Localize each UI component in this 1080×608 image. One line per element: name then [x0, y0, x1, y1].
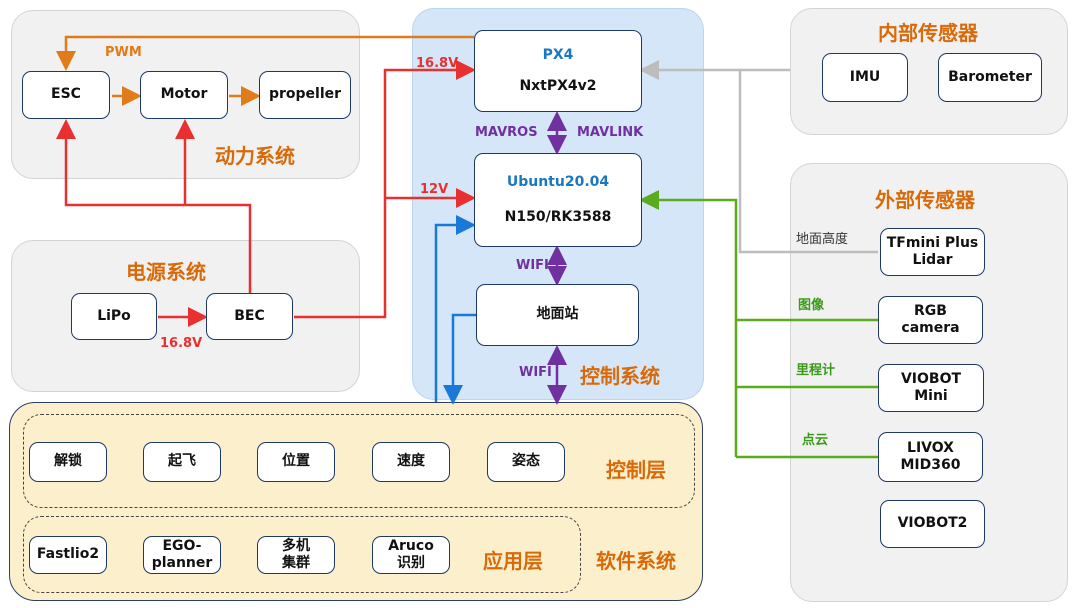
image-label: 图像 — [798, 298, 825, 313]
px4-subtitle: NxtPX4v2 — [519, 78, 597, 94]
pointcloud-label: 点云 — [802, 433, 829, 448]
tfmini-node: TFmini Plus Lidar — [880, 228, 985, 276]
external-sensor-title: 外部传感器 — [875, 188, 975, 212]
wifi-label-2: WIFI — [519, 365, 552, 380]
mavros-label: MAVROS — [475, 125, 538, 140]
control-layer-frame — [23, 414, 695, 508]
esc-node: ESC — [22, 71, 110, 119]
voltage-12v-label: 12V — [420, 182, 449, 197]
control-item-unlock: 解锁 — [29, 442, 107, 482]
app-layer-frame — [23, 516, 581, 593]
mavlink-label: MAVLINK — [577, 125, 644, 140]
app-layer-title: 应用层 — [483, 549, 543, 573]
viobot-mini-node: VIOBOT Mini — [878, 364, 984, 412]
control-item-attitude: 姿态 — [487, 442, 565, 482]
ubuntu-subtitle: N150/RK3588 — [504, 209, 612, 225]
power-system-title: 动力系统 — [215, 144, 295, 168]
ubuntu-node: Ubuntu20.04 N150/RK3588 — [474, 153, 642, 247]
rgb-camera-node: RGB camera — [878, 296, 983, 344]
supply-system-title: 电源系统 — [126, 260, 206, 284]
bec-node: BEC — [206, 293, 293, 340]
ground-station-node: 地面站 — [476, 284, 639, 346]
software-system-title: 软件系统 — [596, 549, 676, 573]
ground-height-label: 地面高度 — [796, 232, 849, 247]
lipo-node: LiPo — [71, 293, 157, 340]
px4-title: PX4 — [542, 46, 574, 63]
odometer-label: 里程计 — [796, 363, 836, 378]
internal-sensor-title: 内部传感器 — [878, 21, 978, 45]
viobot2-node: VIOBOT2 — [880, 500, 985, 548]
control-item-takeoff: 起飞 — [143, 442, 221, 482]
software-system-group — [9, 402, 703, 601]
control-layer-title: 控制层 — [606, 458, 666, 482]
app-item-fastlio2: Fastlio2 — [29, 536, 107, 574]
motor-node: Motor — [140, 71, 228, 119]
control-item-velocity: 速度 — [372, 442, 450, 482]
livox-node: LIVOX MID360 — [878, 432, 983, 482]
barometer-node: Barometer — [938, 53, 1042, 102]
voltage-16-8v-bottom-label: 16.8V — [160, 336, 203, 351]
app-item-multi-swarm: 多机 集群 — [257, 536, 335, 574]
control-system-title: 控制系统 — [580, 364, 660, 388]
voltage-16-8v-top-label: 16.8V — [416, 56, 459, 71]
app-item-aruco: Aruco 识别 — [372, 536, 450, 574]
propeller-node: propeller — [259, 71, 351, 119]
wifi-label-1: WIFI — [516, 258, 549, 273]
app-item-ego-planner: EGO- planner — [143, 536, 221, 574]
control-item-position: 位置 — [257, 442, 335, 482]
imu-node: IMU — [822, 53, 908, 102]
ubuntu-title: Ubuntu20.04 — [506, 173, 610, 190]
px4-node: PX4 NxtPX4v2 — [474, 30, 642, 112]
pwm-label: PWM — [105, 45, 142, 60]
